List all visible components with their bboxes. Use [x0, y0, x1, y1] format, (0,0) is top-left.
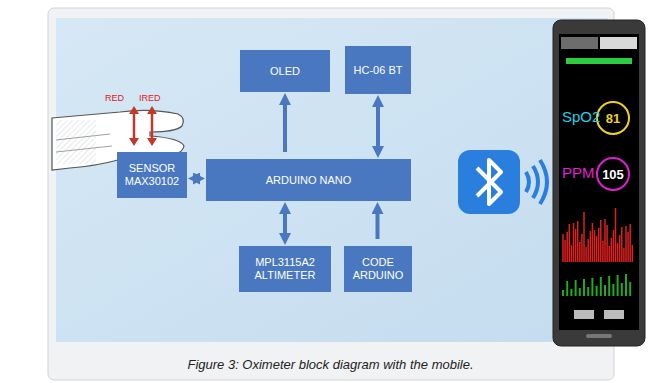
sensor-box: MPL3115A2 ALTIMETER	[239, 246, 331, 292]
output-box: OLED	[240, 50, 330, 92]
node-text: SENSOR MAX30102	[121, 162, 183, 188]
bluetooth-icon	[458, 150, 547, 214]
node-text: MPL3115A2 ALTIMETER	[243, 256, 327, 282]
node-text: CODE ARDUINO	[348, 256, 408, 282]
node-text: HC-06 BT	[354, 64, 403, 77]
code-box: CODE ARDUINO	[344, 246, 412, 292]
sensor-box: SENSOR MAX30102	[117, 152, 187, 198]
block-arrow	[283, 208, 287, 239]
node-text: ARDUINO NANO	[266, 174, 352, 187]
controller-box: ARDUINO NANO	[206, 159, 411, 201]
value-circle: 81	[596, 101, 630, 135]
block-arrow	[283, 99, 287, 152]
block-arrow	[194, 177, 199, 181]
figure-caption: Figure 3: Oximeter block diagram with th…	[0, 357, 661, 372]
signal-label: IRED	[139, 93, 161, 103]
signal-label: RED	[105, 93, 124, 103]
outer-frame	[48, 8, 614, 380]
node-text: 81	[606, 111, 620, 126]
block-arrow	[376, 101, 380, 152]
panel	[56, 18, 608, 342]
output-box: HC-06 BT	[345, 46, 411, 94]
screen-label: SpO2	[562, 108, 600, 125]
screen-label: PPM	[562, 164, 595, 181]
node-text: OLED	[270, 65, 300, 78]
block-arrow	[376, 208, 380, 239]
node-text: 105	[602, 167, 624, 182]
phone	[553, 20, 645, 346]
value-circle: 105	[596, 157, 630, 191]
